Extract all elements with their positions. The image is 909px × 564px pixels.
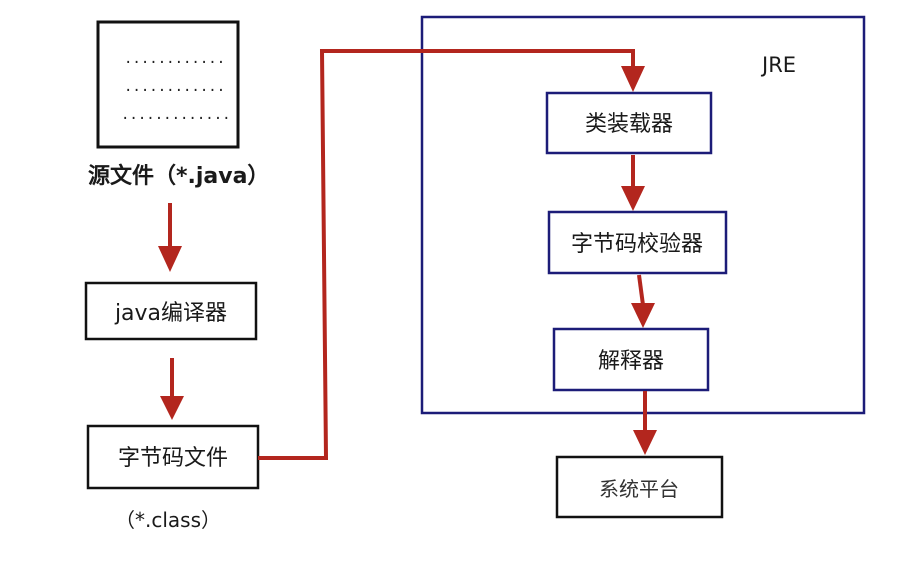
bytecode-verifier-box <box>547 210 728 275</box>
bytecode-caption: （*.class） <box>115 508 221 532</box>
interpreter-box <box>552 327 710 392</box>
system-platform-label: 系统平台 <box>599 477 679 501</box>
bytecode-file-label: 字节码文件 <box>118 446 228 471</box>
class-loader-label: 类装载器 <box>585 112 673 137</box>
arrow-head-to-verifier <box>621 186 645 211</box>
arrow-head-to-platform <box>633 430 657 455</box>
arrow-head-compiler-to-bytecode <box>160 396 184 420</box>
compiler-label: java编译器 <box>114 301 227 326</box>
bytecode-verifier-label: 字节码校验器 <box>571 232 703 257</box>
jre-label: JRE <box>760 53 796 77</box>
interpreter-label: 解释器 <box>598 349 664 374</box>
arrow-verifier-to-interpreter-shaft <box>637 274 645 306</box>
system-platform-box <box>555 455 724 519</box>
arrow-head-to-interpreter <box>631 303 655 328</box>
source-line-1: ............ <box>124 51 225 67</box>
source-file-box <box>96 20 240 149</box>
arrow-head-to-class-loader <box>621 66 645 92</box>
source-file-label: 源文件（*.java） <box>88 163 269 189</box>
source-line-3: ............. <box>121 107 231 123</box>
class-loader-box <box>545 91 713 155</box>
arrow-bytecode-to-loader-shaft <box>258 49 635 460</box>
compiler-box <box>84 281 258 341</box>
arrow-head-source-to-compiler <box>158 246 182 272</box>
source-line-2: ............ <box>124 79 225 95</box>
